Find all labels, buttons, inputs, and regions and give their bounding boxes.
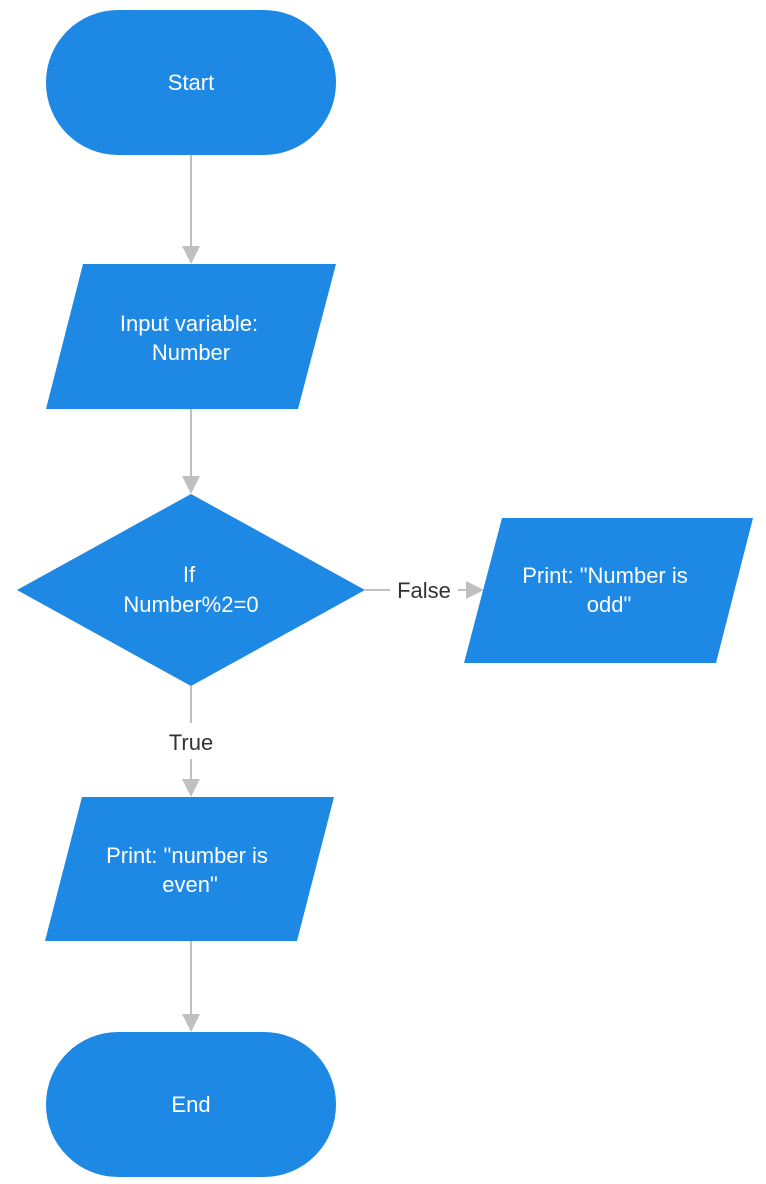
- input-label-line-2: Number: [152, 340, 230, 365]
- print-even-label-line-2: even": [162, 872, 218, 897]
- print-even-label-line-1: Print: "number is: [106, 843, 268, 868]
- edge-label-false: False: [397, 578, 451, 603]
- connector-decision-true: [182, 686, 200, 797]
- print-odd-node[interactable]: Print: "Number is odd": [464, 518, 753, 663]
- connector-even-to-end: [182, 941, 200, 1032]
- decision-node[interactable]: If Number%2=0: [17, 494, 365, 686]
- end-terminator[interactable]: End: [46, 1032, 336, 1177]
- end-label: End: [171, 1092, 210, 1117]
- decision-label-line-2: Number%2=0: [123, 592, 258, 617]
- connector-decision-false: [365, 581, 484, 599]
- print-odd-label-line-1: Print: "Number is: [522, 563, 688, 588]
- connector-input-to-decision: [182, 409, 200, 494]
- input-data-node[interactable]: Input variable: Number: [46, 264, 336, 409]
- start-terminator[interactable]: Start: [46, 10, 336, 155]
- start-label: Start: [168, 70, 214, 95]
- print-odd-label-line-2: odd": [587, 592, 632, 617]
- input-label-line-1: Input variable:: [120, 311, 258, 336]
- connector-start-to-input: [182, 155, 200, 264]
- print-even-node[interactable]: Print: "number is even": [45, 797, 334, 941]
- decision-label-line-1: If: [183, 562, 196, 587]
- edge-label-true: True: [169, 730, 213, 755]
